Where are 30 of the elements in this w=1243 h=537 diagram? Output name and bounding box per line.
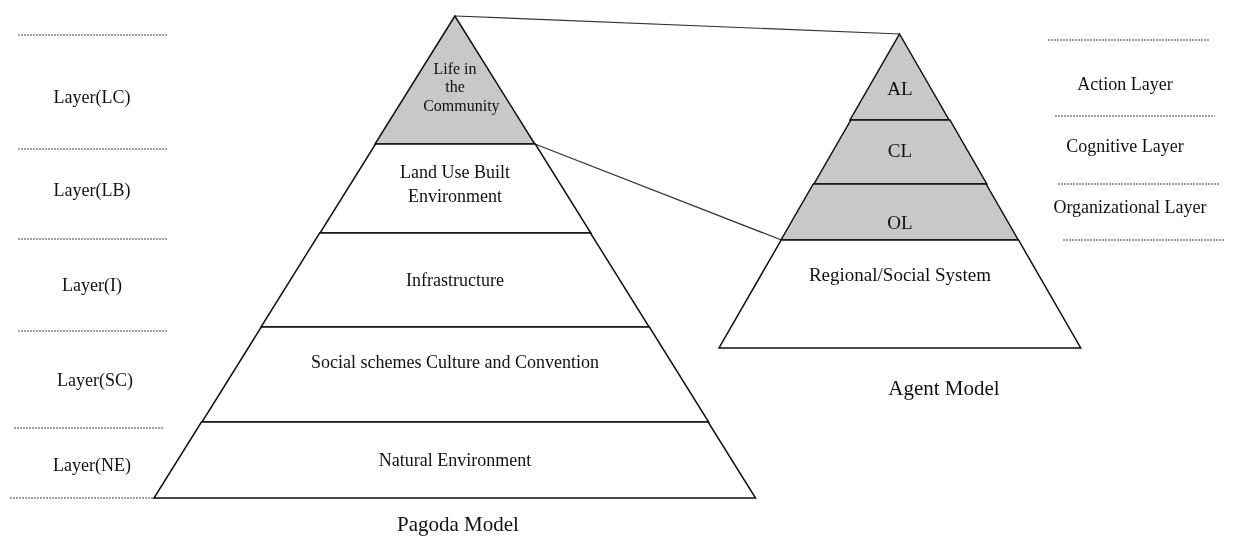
pyramid-layer [719,240,1081,348]
pyramid-layer [813,120,987,184]
pyramid-layer [260,233,650,327]
pyramid-layer [850,34,950,120]
pyramid-layer [319,144,591,233]
pyramid-layer [154,422,756,498]
pyramid-layer [781,184,1019,240]
layer-text: Land Use Built Environment [399,161,511,209]
layer-text: Life in the Community [422,60,501,116]
layer-name: Layer(I) [62,274,122,296]
layer-text: Natural Environment [377,449,533,472]
pyramid-layer [375,16,535,144]
layer-text: Social schemes Culture and Convention [310,351,600,374]
layer-text: CL [886,139,914,163]
connector-line [534,143,782,241]
layer-name: Cognitive Layer [1066,135,1184,157]
connector-line [454,15,901,35]
layer-text: OL [886,211,914,235]
model-caption: Pagoda Model [397,511,519,537]
layer-text: Regional/Social System [807,263,992,287]
layer-name: Layer(LC) [53,86,131,108]
layer-text: Infrastructure [405,269,505,292]
layer-name: Action Layer [1077,73,1173,95]
layer-name: Layer(LB) [53,179,131,201]
layer-name: Organizational Layer [1053,196,1207,218]
pyramid-layer [201,327,709,422]
layer-name: Layer(NE) [53,454,131,476]
layer-text: AL [886,77,914,101]
layer-name: Layer(SC) [57,369,133,391]
model-caption: Agent Model [888,375,1000,401]
